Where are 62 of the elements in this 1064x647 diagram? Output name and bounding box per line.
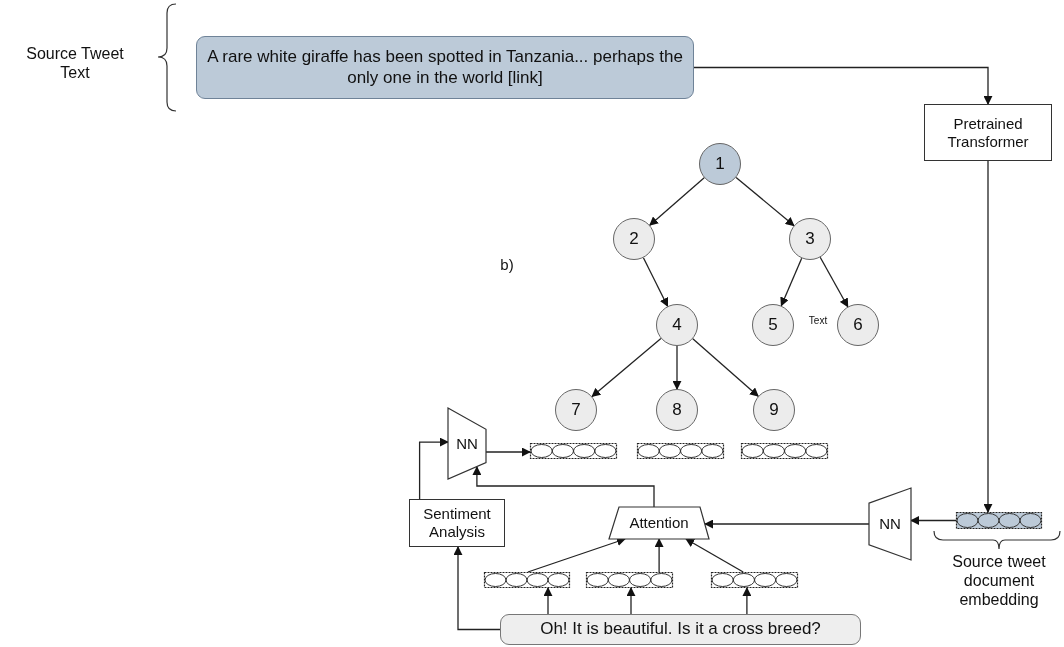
box-text: Pretrained Transformer xyxy=(946,114,1030,151)
arrow xyxy=(693,66,993,105)
arrow xyxy=(418,437,449,500)
embedding-vector xyxy=(530,443,617,459)
node-number: 4 xyxy=(672,314,682,336)
arrow xyxy=(692,338,759,397)
neural-network-block xyxy=(448,408,486,479)
embedding-vector xyxy=(711,572,798,588)
arrow xyxy=(780,257,803,307)
embedding-vector xyxy=(741,443,828,459)
embedding-vector xyxy=(956,512,1042,529)
neural-network-block xyxy=(869,488,911,560)
node-number: 5 xyxy=(768,314,778,336)
arrow xyxy=(453,546,501,631)
arrow xyxy=(591,337,662,398)
text-box xyxy=(500,614,861,645)
edge-note: Text xyxy=(807,315,829,327)
block-label: Attention xyxy=(629,514,689,532)
tree-node-circle xyxy=(753,389,795,431)
process-box xyxy=(924,104,1052,161)
arrow xyxy=(742,587,752,615)
arrow xyxy=(472,466,655,508)
arrow xyxy=(654,538,664,573)
node-number: 3 xyxy=(805,228,815,250)
arrow xyxy=(649,177,705,226)
embedding-vector xyxy=(637,443,724,459)
arrow xyxy=(543,587,553,615)
tree-node-circle xyxy=(656,389,698,431)
arrow xyxy=(672,345,682,390)
tree-node-circle xyxy=(837,304,879,346)
process-box xyxy=(409,499,505,547)
arrow xyxy=(704,519,870,529)
block-label: NN xyxy=(879,515,901,533)
node-label: Source tweet document embedding xyxy=(951,552,1047,610)
box-text: Oh! It is beautiful. Is it a cross breed? xyxy=(540,619,821,640)
node-number: 2 xyxy=(629,228,639,250)
tree-node-circle xyxy=(656,304,698,346)
neural-network-block xyxy=(609,507,709,539)
arrow xyxy=(983,160,993,513)
embedding-vector xyxy=(484,572,570,588)
node-number: 7 xyxy=(571,399,581,421)
arrow xyxy=(819,256,849,308)
node-number: 8 xyxy=(672,399,682,421)
arrow xyxy=(735,176,795,227)
panel-label: b) xyxy=(499,256,515,274)
arrow xyxy=(626,587,636,615)
node-number: 6 xyxy=(853,314,863,336)
embedding-vector xyxy=(586,572,673,588)
tree-node-circle xyxy=(699,143,741,185)
block-label: NN xyxy=(456,434,478,453)
row-label: Source Tweet Text xyxy=(25,44,125,83)
node-number: 9 xyxy=(769,399,779,421)
tree-node-circle xyxy=(752,304,794,346)
text-box xyxy=(196,36,694,99)
tree-node-circle xyxy=(555,389,597,431)
tree-node-circle xyxy=(613,218,655,260)
arrow xyxy=(642,257,669,307)
box-text: A rare white giraffe has been spotted in Tanzania... perhaps the only one in the world [link] xyxy=(206,47,684,88)
arrow xyxy=(685,538,744,573)
node-number: 1 xyxy=(715,153,725,175)
box-text: Sentiment Analysis xyxy=(422,505,492,541)
tree-node-circle xyxy=(789,218,831,260)
